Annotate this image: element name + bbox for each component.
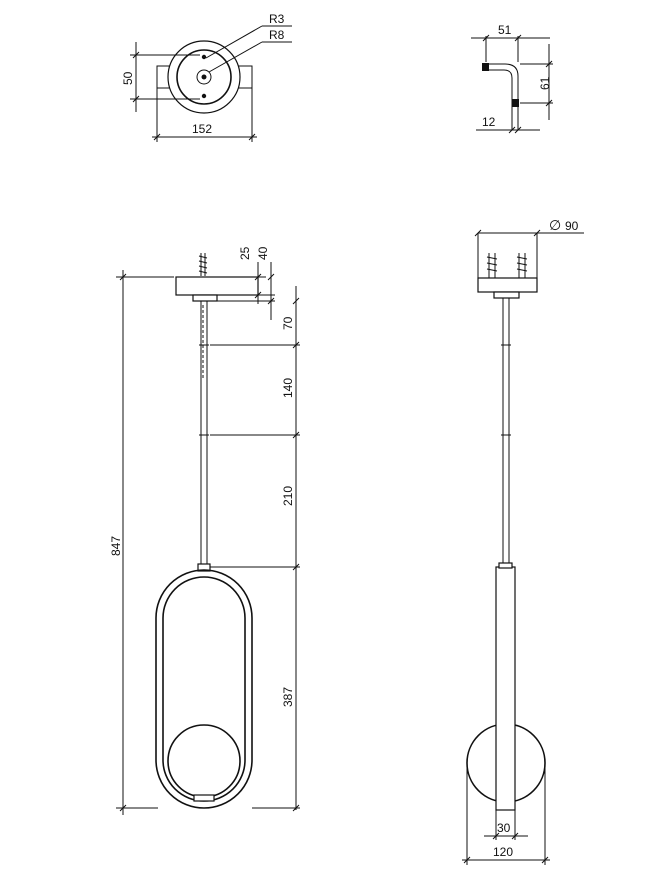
dim-847-label: 847: [109, 536, 123, 556]
dim-61-tick-top: [545, 60, 553, 68]
dim-120-label: 120: [493, 845, 513, 859]
top-view-inner-circle: [176, 49, 232, 105]
front-globe-socket: [193, 794, 215, 802]
top-view-screw-hole-top: [201, 54, 207, 60]
front-plate-hub: [192, 294, 218, 302]
front-globe: [167, 724, 241, 798]
r8-leader: [208, 41, 263, 73]
dim-50-tick-top: [132, 51, 140, 59]
dim-chain-tick-4: [292, 563, 300, 571]
dim-25-tick-bottom: [254, 291, 262, 299]
hook-inner-edge: [486, 69, 513, 130]
side-view: ∅ 90 30 120: [462, 217, 584, 865]
side-plate: [477, 277, 538, 293]
side-plate-hub: [493, 291, 520, 299]
dim-12-label: 12: [482, 115, 496, 129]
dim-120-tick-right: [541, 856, 549, 864]
r3-leader: [205, 25, 263, 59]
dim-90-label: 90: [565, 219, 579, 233]
dim-30-tick-right: [511, 832, 519, 840]
dim-152-tick-right: [248, 133, 256, 141]
dim-chain-tick-5: [292, 804, 300, 812]
dim-847-tick-bottom: [119, 804, 127, 812]
diameter-symbol: ∅: [549, 217, 561, 233]
dim-chain-tick-3: [292, 431, 300, 439]
dim-30-tick-left: [492, 832, 500, 840]
dim-90-tick-left: [474, 229, 482, 237]
dim-847-tick-top: [119, 273, 127, 281]
top-view-hub: [196, 69, 212, 85]
front-bolt-thread: [198, 255, 208, 274]
dim-50-label: 50: [121, 71, 135, 85]
side-bolt-left-thread: [486, 256, 498, 272]
hook-view: 51 61 12: [471, 23, 553, 134]
dim-12-tick-right: [514, 126, 522, 134]
front-ring-outer: [155, 569, 253, 809]
dim-chain-tick-1: [292, 297, 300, 305]
dim-40-tick-bottom: [267, 297, 275, 305]
front-plate: [175, 276, 259, 296]
top-view-screw-hole-bottom: [201, 93, 207, 99]
front-view: 847 25 40 70 140 210 387: [109, 246, 300, 815]
dim-210-label: 210: [281, 486, 295, 506]
dim-51-tick-left: [482, 34, 490, 42]
dim-70-label: 70: [281, 316, 295, 330]
r8-label: R8: [269, 28, 285, 42]
dim-90-tick-right: [533, 229, 541, 237]
dim-61-tick-bottom: [545, 99, 553, 107]
dim-120-tick-left: [463, 856, 471, 864]
dim-50-tick-bottom: [132, 95, 140, 103]
dim-12-tick-left: [508, 126, 516, 134]
dim-152-tick-left: [153, 133, 161, 141]
dim-chain-tick-2: [292, 341, 300, 349]
dim-51-label: 51: [498, 23, 512, 37]
dim-140-label: 140: [281, 378, 295, 398]
r3-label: R3: [269, 12, 285, 26]
top-view: R3 R8 50 152: [121, 12, 292, 142]
dim-40-label: 40: [256, 246, 270, 260]
dim-51-tick-right: [514, 34, 522, 42]
hook-tip-block: [482, 63, 489, 71]
hook-mid-block: [512, 99, 519, 107]
side-clamp: [498, 562, 513, 569]
top-view-center-hole: [201, 74, 207, 80]
dim-387-label: 387: [281, 687, 295, 707]
dim-152-label: 152: [192, 122, 212, 136]
dim-25-label: 25: [238, 246, 252, 260]
dim-40-tick-top: [267, 273, 275, 281]
front-ring-inner: [162, 576, 246, 802]
hook-outer-edge: [486, 63, 519, 130]
side-ring-body: [495, 566, 516, 811]
side-bolt-right-thread: [516, 256, 528, 272]
dim-61-label: 61: [538, 76, 552, 90]
dim-25-tick-top: [254, 273, 262, 281]
dim-30-label: 30: [497, 821, 511, 835]
